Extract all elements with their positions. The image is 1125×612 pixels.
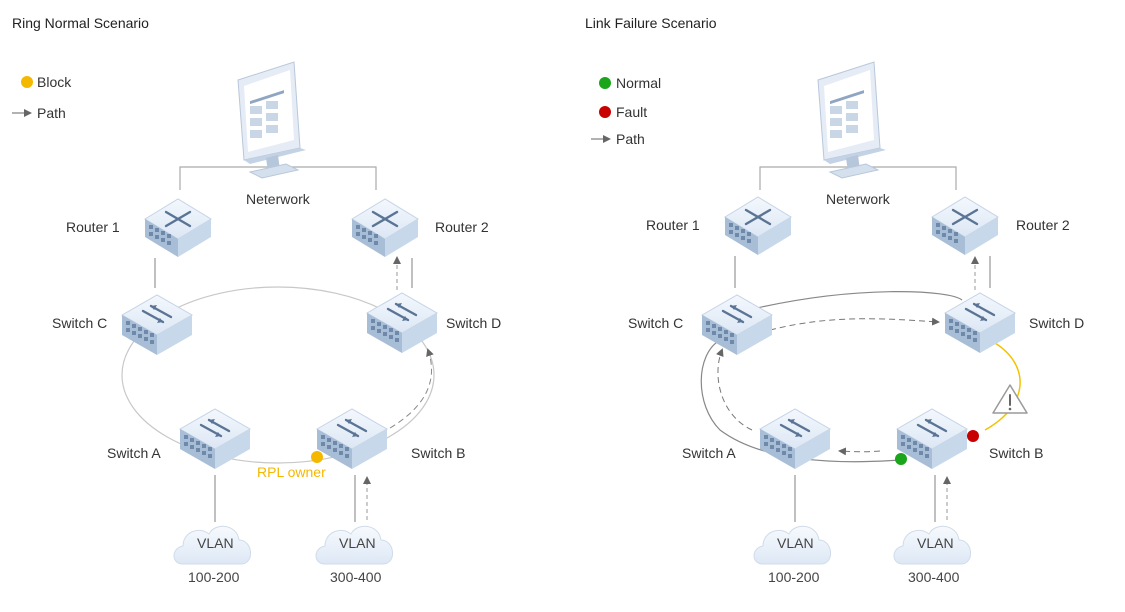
switch-d-label: Switch D xyxy=(1029,315,1084,331)
switch-b-icon xyxy=(315,407,389,471)
router1-icon xyxy=(723,195,793,257)
switch-b-icon xyxy=(895,407,969,471)
router2-label: Router 2 xyxy=(435,219,489,235)
switch-c-label: Switch C xyxy=(628,315,683,331)
switch-a-label: Switch A xyxy=(682,445,736,461)
legend-path-label: Path xyxy=(616,131,645,147)
path-arrow-b-to-d xyxy=(389,348,434,429)
switch-b-label: Switch B xyxy=(989,445,1043,461)
switch-d-icon xyxy=(365,291,439,355)
panel-title: Link Failure Scenario xyxy=(585,15,717,31)
panel-title: Ring Normal Scenario xyxy=(12,15,149,31)
network-label: Neterwork xyxy=(246,191,311,207)
ring-link xyxy=(121,286,435,464)
ring-link-d-b-faulty xyxy=(984,342,1021,431)
path-arrow-a-to-c xyxy=(716,348,753,431)
vlan1-range: 100-200 xyxy=(188,569,240,585)
warning-icon xyxy=(992,384,1028,414)
legend-normal-label: Normal xyxy=(616,75,661,91)
block-legend-dot xyxy=(21,76,33,88)
rpl-owner-label: RPL owner xyxy=(257,464,326,480)
panel-normal-scenario: Ring Normal Scenario Block Path Neterwor… xyxy=(12,15,501,585)
switch-d-label: Switch D xyxy=(446,315,501,331)
legend-path-label: Path xyxy=(37,105,66,121)
router1-icon xyxy=(143,197,213,259)
network-monitor-icon xyxy=(237,61,307,179)
switch-b-label: Switch B xyxy=(411,445,465,461)
router2-icon xyxy=(350,197,420,259)
router2-label: Router 2 xyxy=(1016,217,1070,233)
router1-label: Router 1 xyxy=(66,219,120,235)
normal-port-dot xyxy=(895,453,907,465)
vlan2-range: 300-400 xyxy=(330,569,382,585)
switch-a-label: Switch A xyxy=(107,445,161,461)
fault-port-dot xyxy=(967,430,979,442)
vlan1-label: VLAN xyxy=(197,535,234,551)
legend-block-label: Block xyxy=(37,74,72,90)
router1-label: Router 1 xyxy=(646,217,700,233)
vlan1-range: 100-200 xyxy=(768,569,820,585)
rpl-block-point xyxy=(311,451,323,463)
network-label: Neterwork xyxy=(826,191,891,207)
normal-legend-dot xyxy=(599,77,611,89)
panel-failure-scenario: Link Failure Scenario Normal Fault Path xyxy=(585,15,1084,585)
network-monitor-icon xyxy=(817,61,887,179)
switch-c-label: Switch C xyxy=(52,315,107,331)
vlan2-label: VLAN xyxy=(339,535,376,551)
ring-link-b-a-c xyxy=(700,339,901,463)
path-arrow-b-to-a xyxy=(838,447,881,456)
vlan2-range: 300-400 xyxy=(908,569,960,585)
switch-c-icon xyxy=(120,293,194,357)
vlan1-label: VLAN xyxy=(777,535,814,551)
vlan2-label: VLAN xyxy=(917,535,954,551)
router2-icon xyxy=(930,195,1000,257)
ring-link-c-d xyxy=(756,291,963,309)
path-arrow-c-to-d xyxy=(769,317,940,331)
switch-d-icon xyxy=(943,291,1017,355)
legend-fault-label: Fault xyxy=(616,104,647,120)
fault-legend-dot xyxy=(599,106,611,118)
